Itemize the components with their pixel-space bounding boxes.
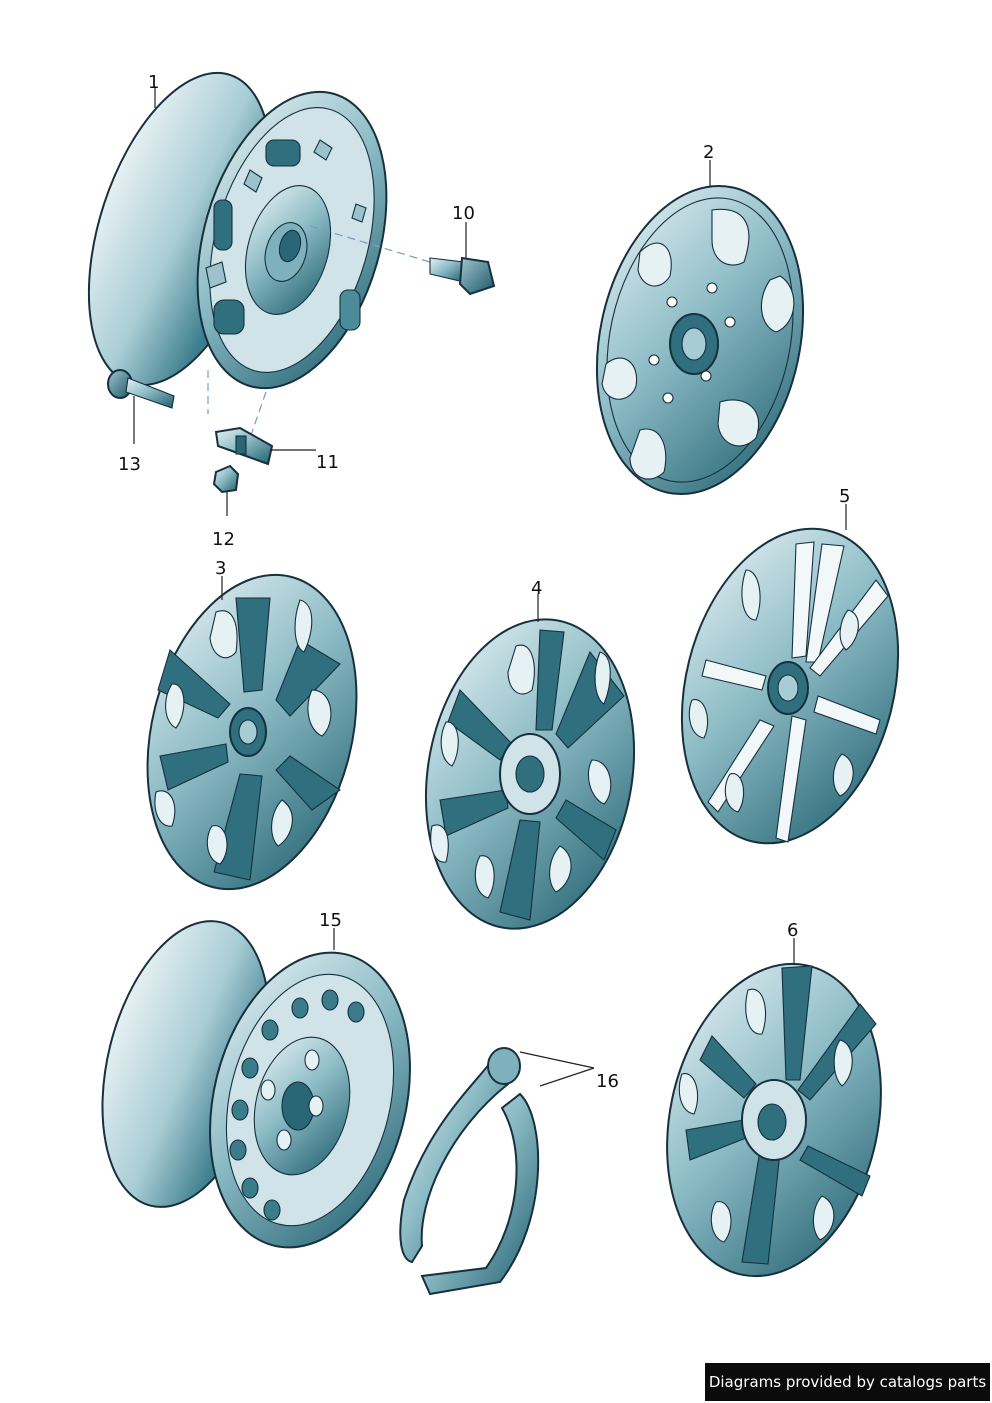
callout-5: 5 <box>839 486 850 507</box>
callout-4: 4 <box>531 578 542 599</box>
callout-6: 6 <box>787 920 798 941</box>
hub-cap-4 <box>424 618 636 930</box>
callout-12: 12 <box>212 529 235 550</box>
callout-3: 3 <box>215 558 226 579</box>
callout-11: 11 <box>316 452 339 473</box>
steel-wheel-1 <box>87 71 388 390</box>
callout-16: 16 <box>596 1071 619 1092</box>
hub-cap-5 <box>680 527 900 845</box>
sensor-guide-line <box>249 391 267 439</box>
hub-cap-2 <box>595 184 805 496</box>
tyre-valve-13 <box>107 369 175 409</box>
pressure-sensor-11 <box>214 426 274 466</box>
credit-banner: Diagrams provided by catalogs parts <box>705 1363 990 1401</box>
leader-lines <box>133 88 847 1087</box>
callout-1: 1 <box>148 72 159 93</box>
steel-wheel-15 <box>101 920 411 1249</box>
callout-13: 13 <box>118 454 141 475</box>
bolt-guide-line <box>309 225 431 263</box>
callout-15: 15 <box>319 910 342 931</box>
callout-2: 2 <box>703 142 714 163</box>
sensor-nut-12 <box>212 464 240 494</box>
wheel-bolt-10 <box>429 256 496 296</box>
hub-cap-6 <box>666 962 882 1278</box>
hub-cap-3 <box>146 573 358 891</box>
balance-weights-16 <box>399 1047 540 1296</box>
callout-10: 10 <box>452 203 475 224</box>
